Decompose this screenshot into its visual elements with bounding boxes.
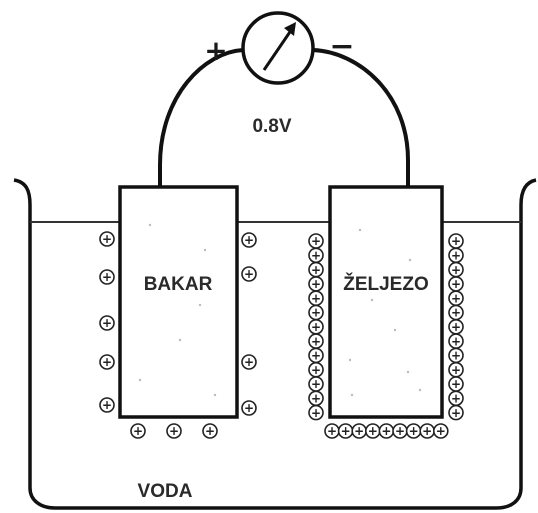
copper-electrode bbox=[118, 185, 239, 419]
positive-ion-sign: + bbox=[244, 233, 254, 247]
positive-ion-sign: + bbox=[102, 316, 112, 330]
positive-ion-icon bbox=[130, 423, 146, 439]
positive-ion-sign: + bbox=[422, 424, 432, 438]
wire-left bbox=[158, 48, 244, 188]
positive-ion-icon bbox=[166, 423, 182, 439]
positive-ion-sign: + bbox=[354, 424, 364, 438]
positive-ion-sign: + bbox=[451, 406, 461, 420]
positive-ion-icon bbox=[241, 266, 257, 282]
positive-ion-sign: + bbox=[311, 363, 321, 377]
electrode-specks bbox=[138, 223, 422, 397]
positive-ion-icon bbox=[448, 404, 464, 421]
positive-terminal-sign: + bbox=[204, 34, 227, 67]
positive-ion-icon bbox=[241, 232, 257, 248]
voltmeter bbox=[241, 11, 315, 85]
negative-terminal-sign: − bbox=[329, 29, 354, 64]
positive-ion-sign: + bbox=[311, 234, 321, 248]
positive-ion-sign: + bbox=[451, 263, 461, 277]
positive-ions: ++++++++++++++++++++++++++++++++++++++++… bbox=[99, 231, 464, 439]
positive-ion-sign: + bbox=[311, 392, 321, 406]
positive-ion-sign: + bbox=[451, 249, 461, 263]
positive-ion-sign: + bbox=[451, 306, 461, 320]
positive-ion-sign: + bbox=[451, 377, 461, 391]
positive-ion-sign: + bbox=[102, 270, 112, 284]
positive-ion-icon bbox=[241, 354, 257, 370]
voltmeter-needle-icon bbox=[262, 25, 296, 71]
positive-ion-sign: + bbox=[244, 355, 254, 369]
positive-ion-icon bbox=[432, 423, 449, 439]
positive-ion-icon bbox=[241, 400, 257, 416]
positive-ion-sign: + bbox=[327, 424, 337, 438]
positive-ion-sign: + bbox=[451, 277, 461, 291]
positive-ion-sign: + bbox=[133, 424, 143, 438]
positive-ion-sign: + bbox=[381, 424, 391, 438]
positive-ion-sign: + bbox=[311, 406, 321, 420]
positive-ion-sign: + bbox=[311, 320, 321, 334]
positive-ion-sign: + bbox=[311, 306, 321, 320]
positive-ion-sign: + bbox=[169, 424, 179, 438]
positive-ion-sign: + bbox=[451, 349, 461, 363]
positive-ion-sign: + bbox=[311, 263, 321, 277]
positive-ion-sign: + bbox=[409, 424, 419, 438]
positive-ion-sign: + bbox=[311, 277, 321, 291]
positive-ion-sign: + bbox=[244, 401, 254, 415]
voltage-reading: 0.8V bbox=[252, 116, 291, 137]
positive-ion-sign: + bbox=[102, 232, 112, 246]
positive-ion-icon bbox=[99, 269, 115, 285]
positive-ion-sign: + bbox=[311, 249, 321, 263]
positive-ion-sign: + bbox=[102, 355, 112, 369]
positive-ion-icon bbox=[202, 423, 218, 439]
positive-ion-sign: + bbox=[451, 392, 461, 406]
positive-ion-sign: + bbox=[395, 424, 405, 438]
positive-ion-sign: + bbox=[311, 334, 321, 348]
positive-ion-icon bbox=[99, 354, 115, 370]
positive-ion-sign: + bbox=[311, 377, 321, 391]
positive-ion-icon bbox=[99, 315, 115, 331]
voltmeter-arrowhead-icon bbox=[284, 22, 296, 36]
positive-ion-sign: + bbox=[311, 349, 321, 363]
positive-ion-sign: + bbox=[451, 334, 461, 348]
positive-ion-sign: + bbox=[451, 363, 461, 377]
copper-electrode-label: BAKAR bbox=[144, 274, 213, 295]
positive-ion-icon bbox=[99, 231, 115, 247]
water-label: VODA bbox=[138, 481, 193, 502]
iron-electrode-label: ŽELJEZO bbox=[343, 273, 429, 295]
wire-right bbox=[312, 48, 410, 188]
positive-ion-sign: + bbox=[451, 234, 461, 248]
positive-ion-sign: + bbox=[311, 291, 321, 305]
positive-ion-sign: + bbox=[368, 424, 378, 438]
positive-ion-sign: + bbox=[205, 424, 215, 438]
positive-ion-sign: + bbox=[451, 320, 461, 334]
positive-ion-sign: + bbox=[451, 291, 461, 305]
positive-ion-sign: + bbox=[341, 424, 351, 438]
iron-electrode bbox=[328, 185, 444, 419]
positive-ion-icon bbox=[99, 397, 115, 413]
positive-ion-sign: + bbox=[244, 267, 254, 281]
positive-ion-icon bbox=[308, 404, 324, 421]
beaker bbox=[13, 178, 537, 510]
positive-ion-sign: + bbox=[436, 424, 446, 438]
positive-ion-sign: + bbox=[102, 398, 112, 412]
